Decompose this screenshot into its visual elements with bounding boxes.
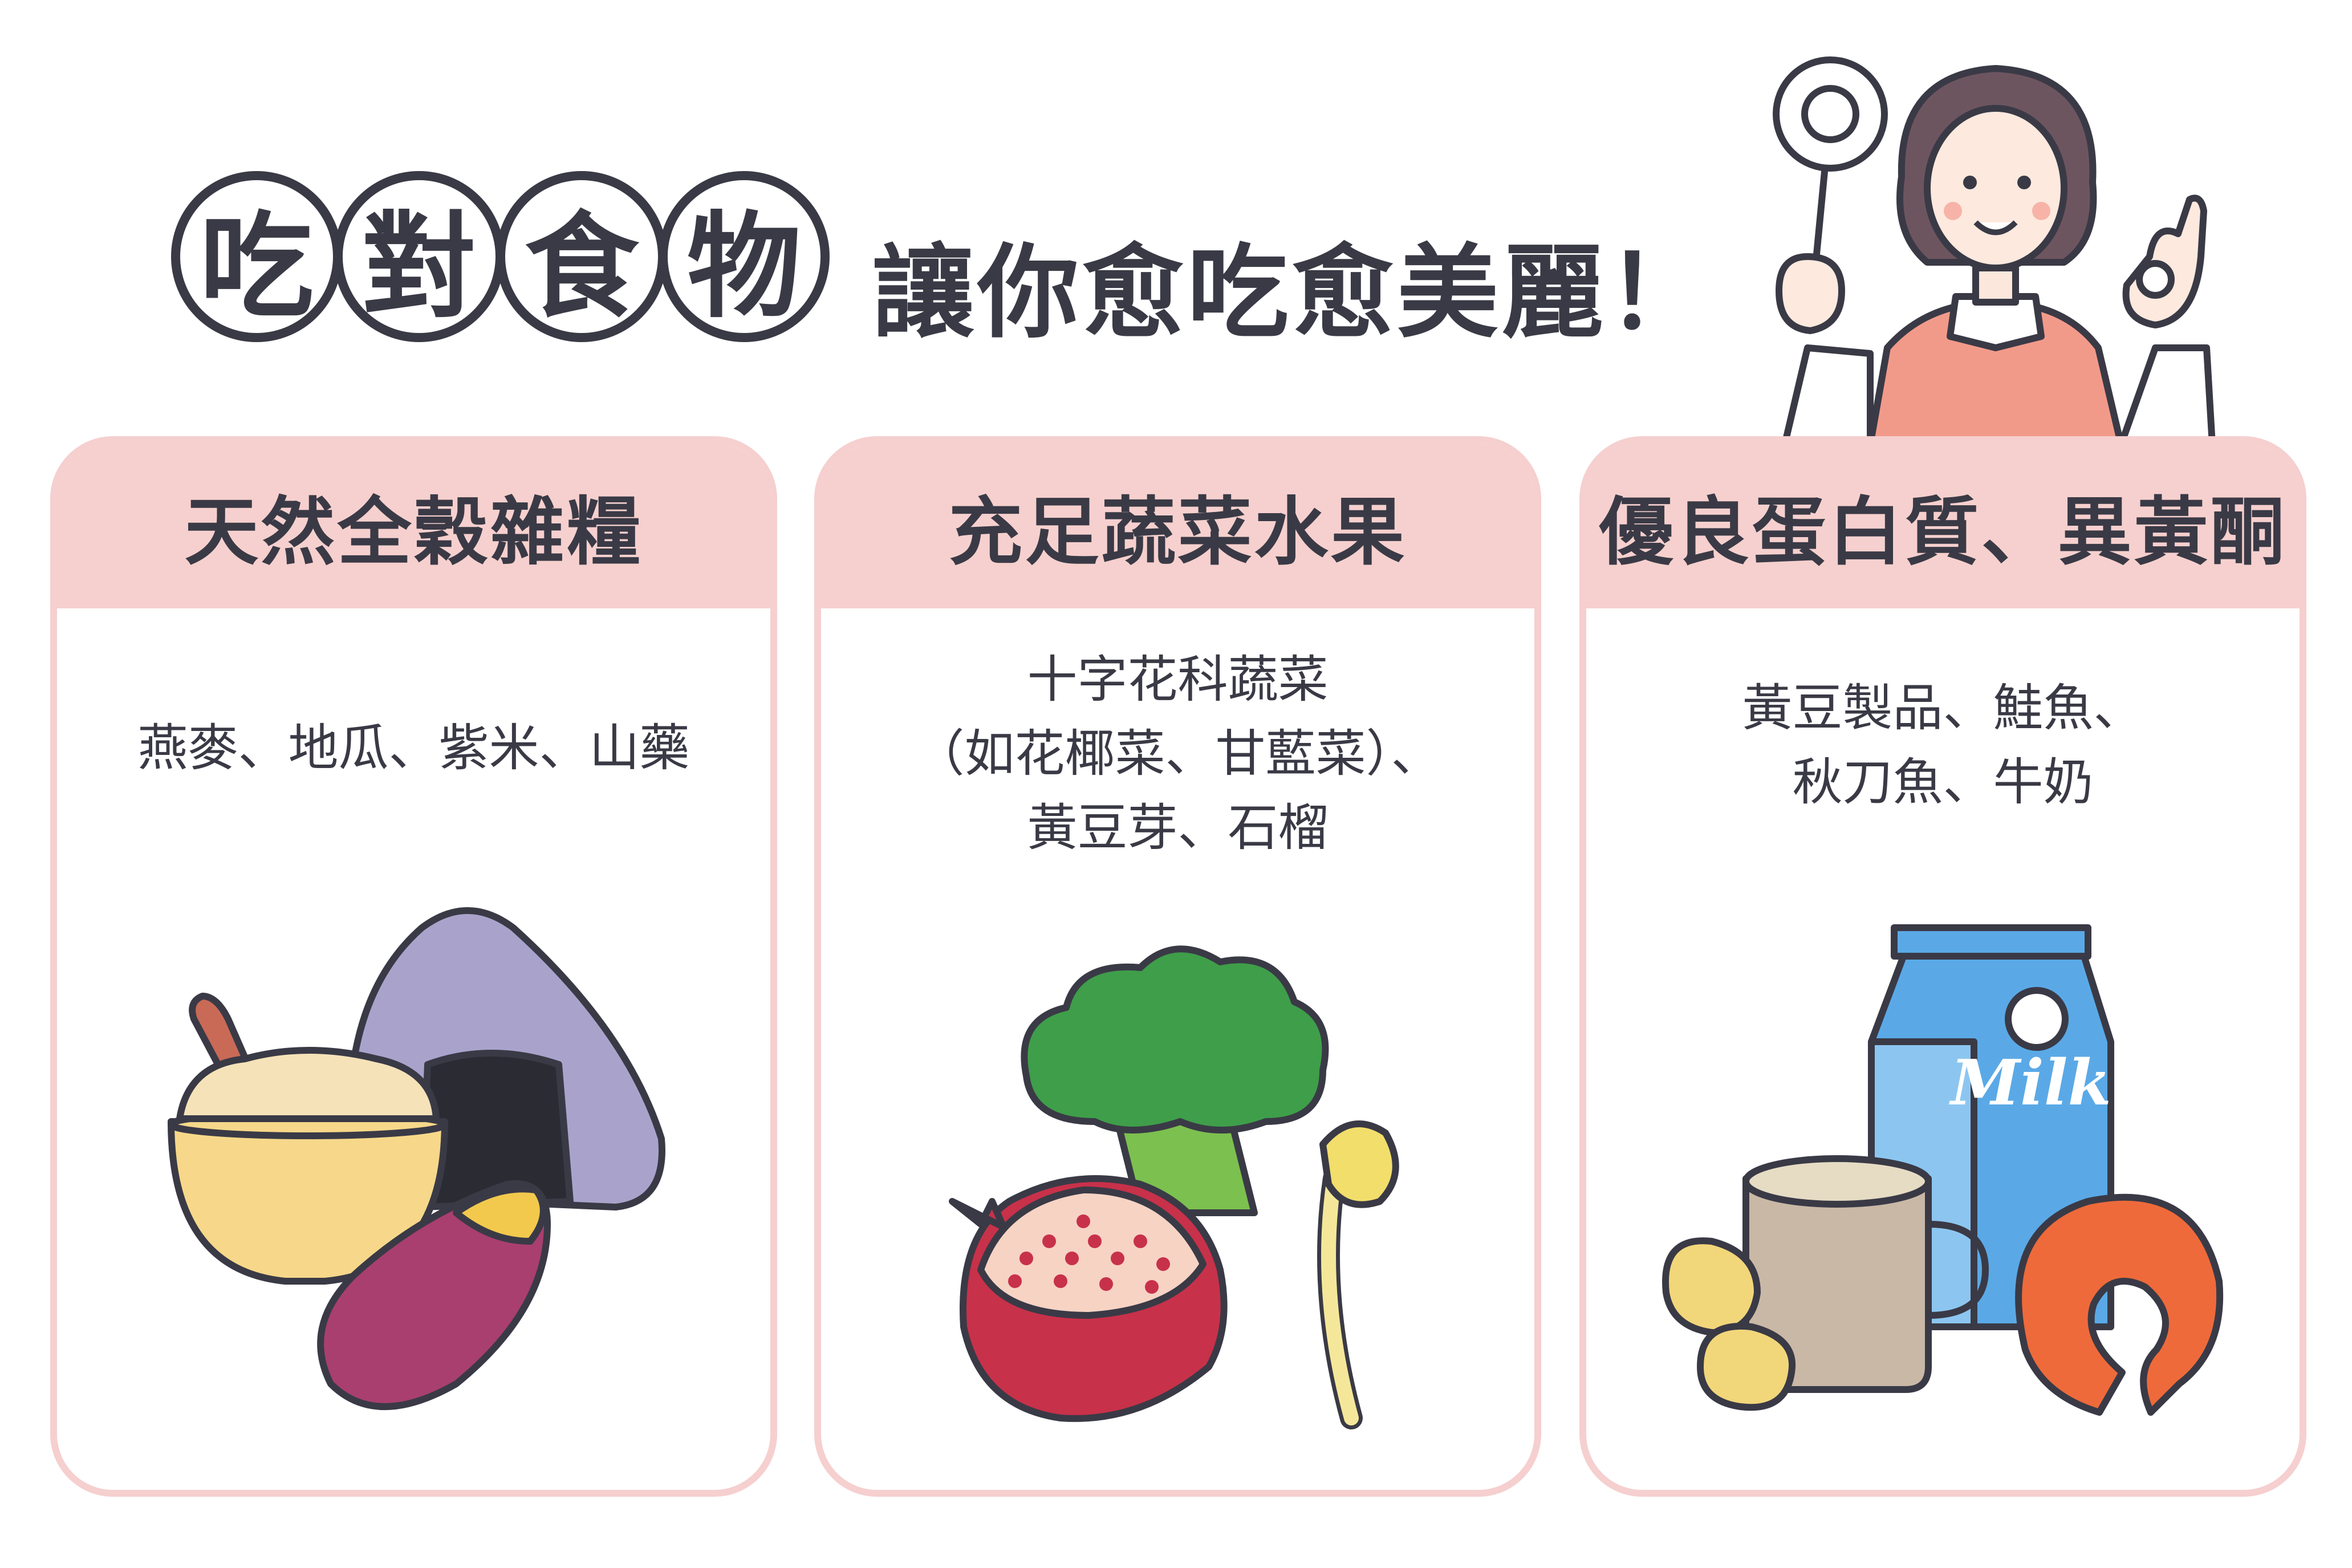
title-char-1: 吃 xyxy=(171,171,342,342)
header: 吃 對 食 物 讓你愈吃愈美麗！ xyxy=(171,171,1768,365)
broccoli xyxy=(1021,945,1329,1134)
card-items: 燕麥、地瓜、紫米、山藥 xyxy=(137,718,690,777)
seaweed-wrap xyxy=(419,1050,574,1210)
card-vegetables-fruits: 充足蔬菜水果 十字花科蔬菜 （如花椰菜、甘藍菜）、 黃豆芽、石榴 xyxy=(814,436,1541,1497)
woman-mascot-illustration xyxy=(1773,56,2216,445)
protein-illustration: Milk xyxy=(1662,924,2224,1416)
title-char-3: 食 xyxy=(496,171,667,342)
title-char-4: 物 xyxy=(659,171,830,342)
salmon-steak xyxy=(2015,1193,2224,1416)
card-title: 充足蔬菜水果 xyxy=(821,443,1534,608)
card-body: 十字花科蔬菜 （如花椰菜、甘藍菜）、 黃豆芽、石榴 xyxy=(821,608,1534,1490)
produce-illustration xyxy=(949,945,1399,1429)
grains-illustration xyxy=(168,907,665,1410)
oatmeal xyxy=(176,1047,440,1122)
milk-label: Milk xyxy=(1948,1046,2111,1119)
card-body: 燕麥、地瓜、紫米、山藥 xyxy=(57,608,770,1490)
soybean xyxy=(1662,1237,1761,1336)
soybean xyxy=(1697,1322,1796,1411)
page-subtitle: 讓你愈吃愈美麗！ xyxy=(872,234,1712,352)
card-items: 十字花科蔬菜 （如花椰菜、甘藍菜）、 黃豆芽、石榴 xyxy=(914,650,1441,857)
card-body: 黃豆製品、鮭魚、 秋刀魚、牛奶 Milk xyxy=(1586,608,2300,1490)
card-title: 天然全穀雜糧 xyxy=(57,443,770,608)
title-char-2: 對 xyxy=(334,171,505,342)
card-items: 黃豆製品、鮭魚、 秋刀魚、牛奶 xyxy=(1742,679,2144,811)
card-protein: 優良蛋白質、異黃酮 黃豆製品、鮭魚、 秋刀魚、牛奶 Milk xyxy=(1579,436,2306,1497)
card-title: 優良蛋白質、異黃酮 xyxy=(1586,443,2300,608)
card-whole-grains: 天然全穀雜糧 燕麥、地瓜、紫米、山藥 xyxy=(50,436,777,1497)
bowl xyxy=(168,1118,448,1285)
